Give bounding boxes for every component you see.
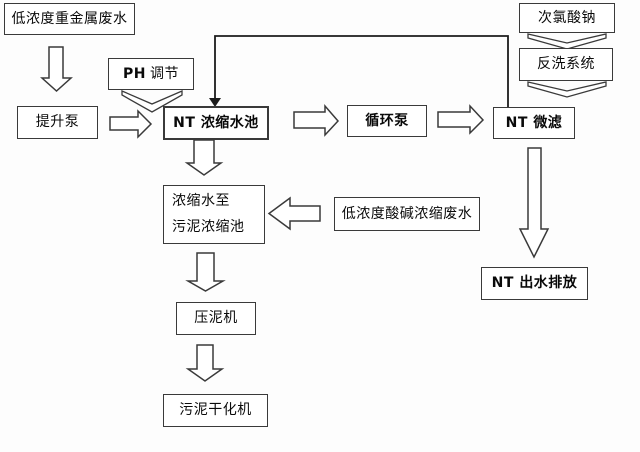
node-label: 反洗系统 [537, 56, 595, 73]
node-concentrate-to-sludge-pool: 浓缩水至 污泥浓缩池 [163, 185, 265, 244]
node-circulation-pump: 循环泵 [347, 105, 427, 137]
node-label: 压泥机 [194, 310, 238, 327]
node-acid-alkali-wastewater: 低浓度酸碱浓缩废水 [334, 197, 480, 231]
node-label: NT 微滤 [505, 114, 563, 131]
block-arrow-down-icon [185, 344, 225, 382]
node-label: 低浓度酸碱浓缩废水 [341, 205, 473, 222]
recirculation-line [214, 35, 509, 107]
node-sludge-dryer: 污泥干化机 [163, 394, 268, 427]
node-label: 循环泵 [365, 112, 409, 129]
block-arrow-left-icon [267, 196, 321, 231]
block-arrow-down-icon [40, 46, 73, 93]
node-mud-press: 压泥机 [176, 302, 256, 335]
node-label: 提升泵 [35, 114, 80, 131]
node-label-line1: 浓缩水至 [172, 192, 230, 209]
node-backwash-system: 反洗系统 [519, 48, 613, 81]
node-label: 污泥干化机 [179, 402, 252, 419]
node-nt-microfiltration: NT 微滤 [493, 107, 575, 139]
node-label-rest: 调节 [149, 65, 179, 82]
chevron-arrow-down-icon [527, 33, 607, 50]
node-label: 次氯酸钠 [538, 9, 596, 26]
node-heavy-metal-wastewater: 低浓度重金属废水 [4, 3, 135, 35]
node-label: NT 出水排放 [491, 275, 578, 292]
block-arrow-right-icon [437, 104, 485, 135]
node-label-line2: 污泥浓缩池 [172, 218, 245, 235]
node-sodium-hypochlorite: 次氯酸钠 [519, 3, 615, 33]
block-arrow-down-icon [184, 139, 224, 176]
block-arrow-right-icon [293, 103, 340, 137]
node-label: 低浓度重金属废水 [11, 10, 128, 27]
block-arrow-down-long-icon [518, 147, 550, 259]
node-label: 浓缩水至 污泥浓缩池 [172, 189, 245, 241]
chevron-arrow-down-icon [527, 81, 607, 98]
node-label: NT 浓缩水池 [173, 114, 259, 131]
solid-arrowhead-down-icon [209, 98, 221, 107]
block-arrow-right-icon [109, 109, 153, 139]
node-nt-effluent-discharge: NT 出水排放 [481, 267, 588, 300]
node-lift-pump: 提升泵 [17, 106, 98, 139]
block-arrow-down-icon [185, 252, 226, 292]
node-label-bold: PH [123, 65, 146, 82]
chevron-arrow-down-icon [121, 90, 183, 113]
node-nt-concentration-pool: NT 浓缩水池 [163, 106, 269, 140]
